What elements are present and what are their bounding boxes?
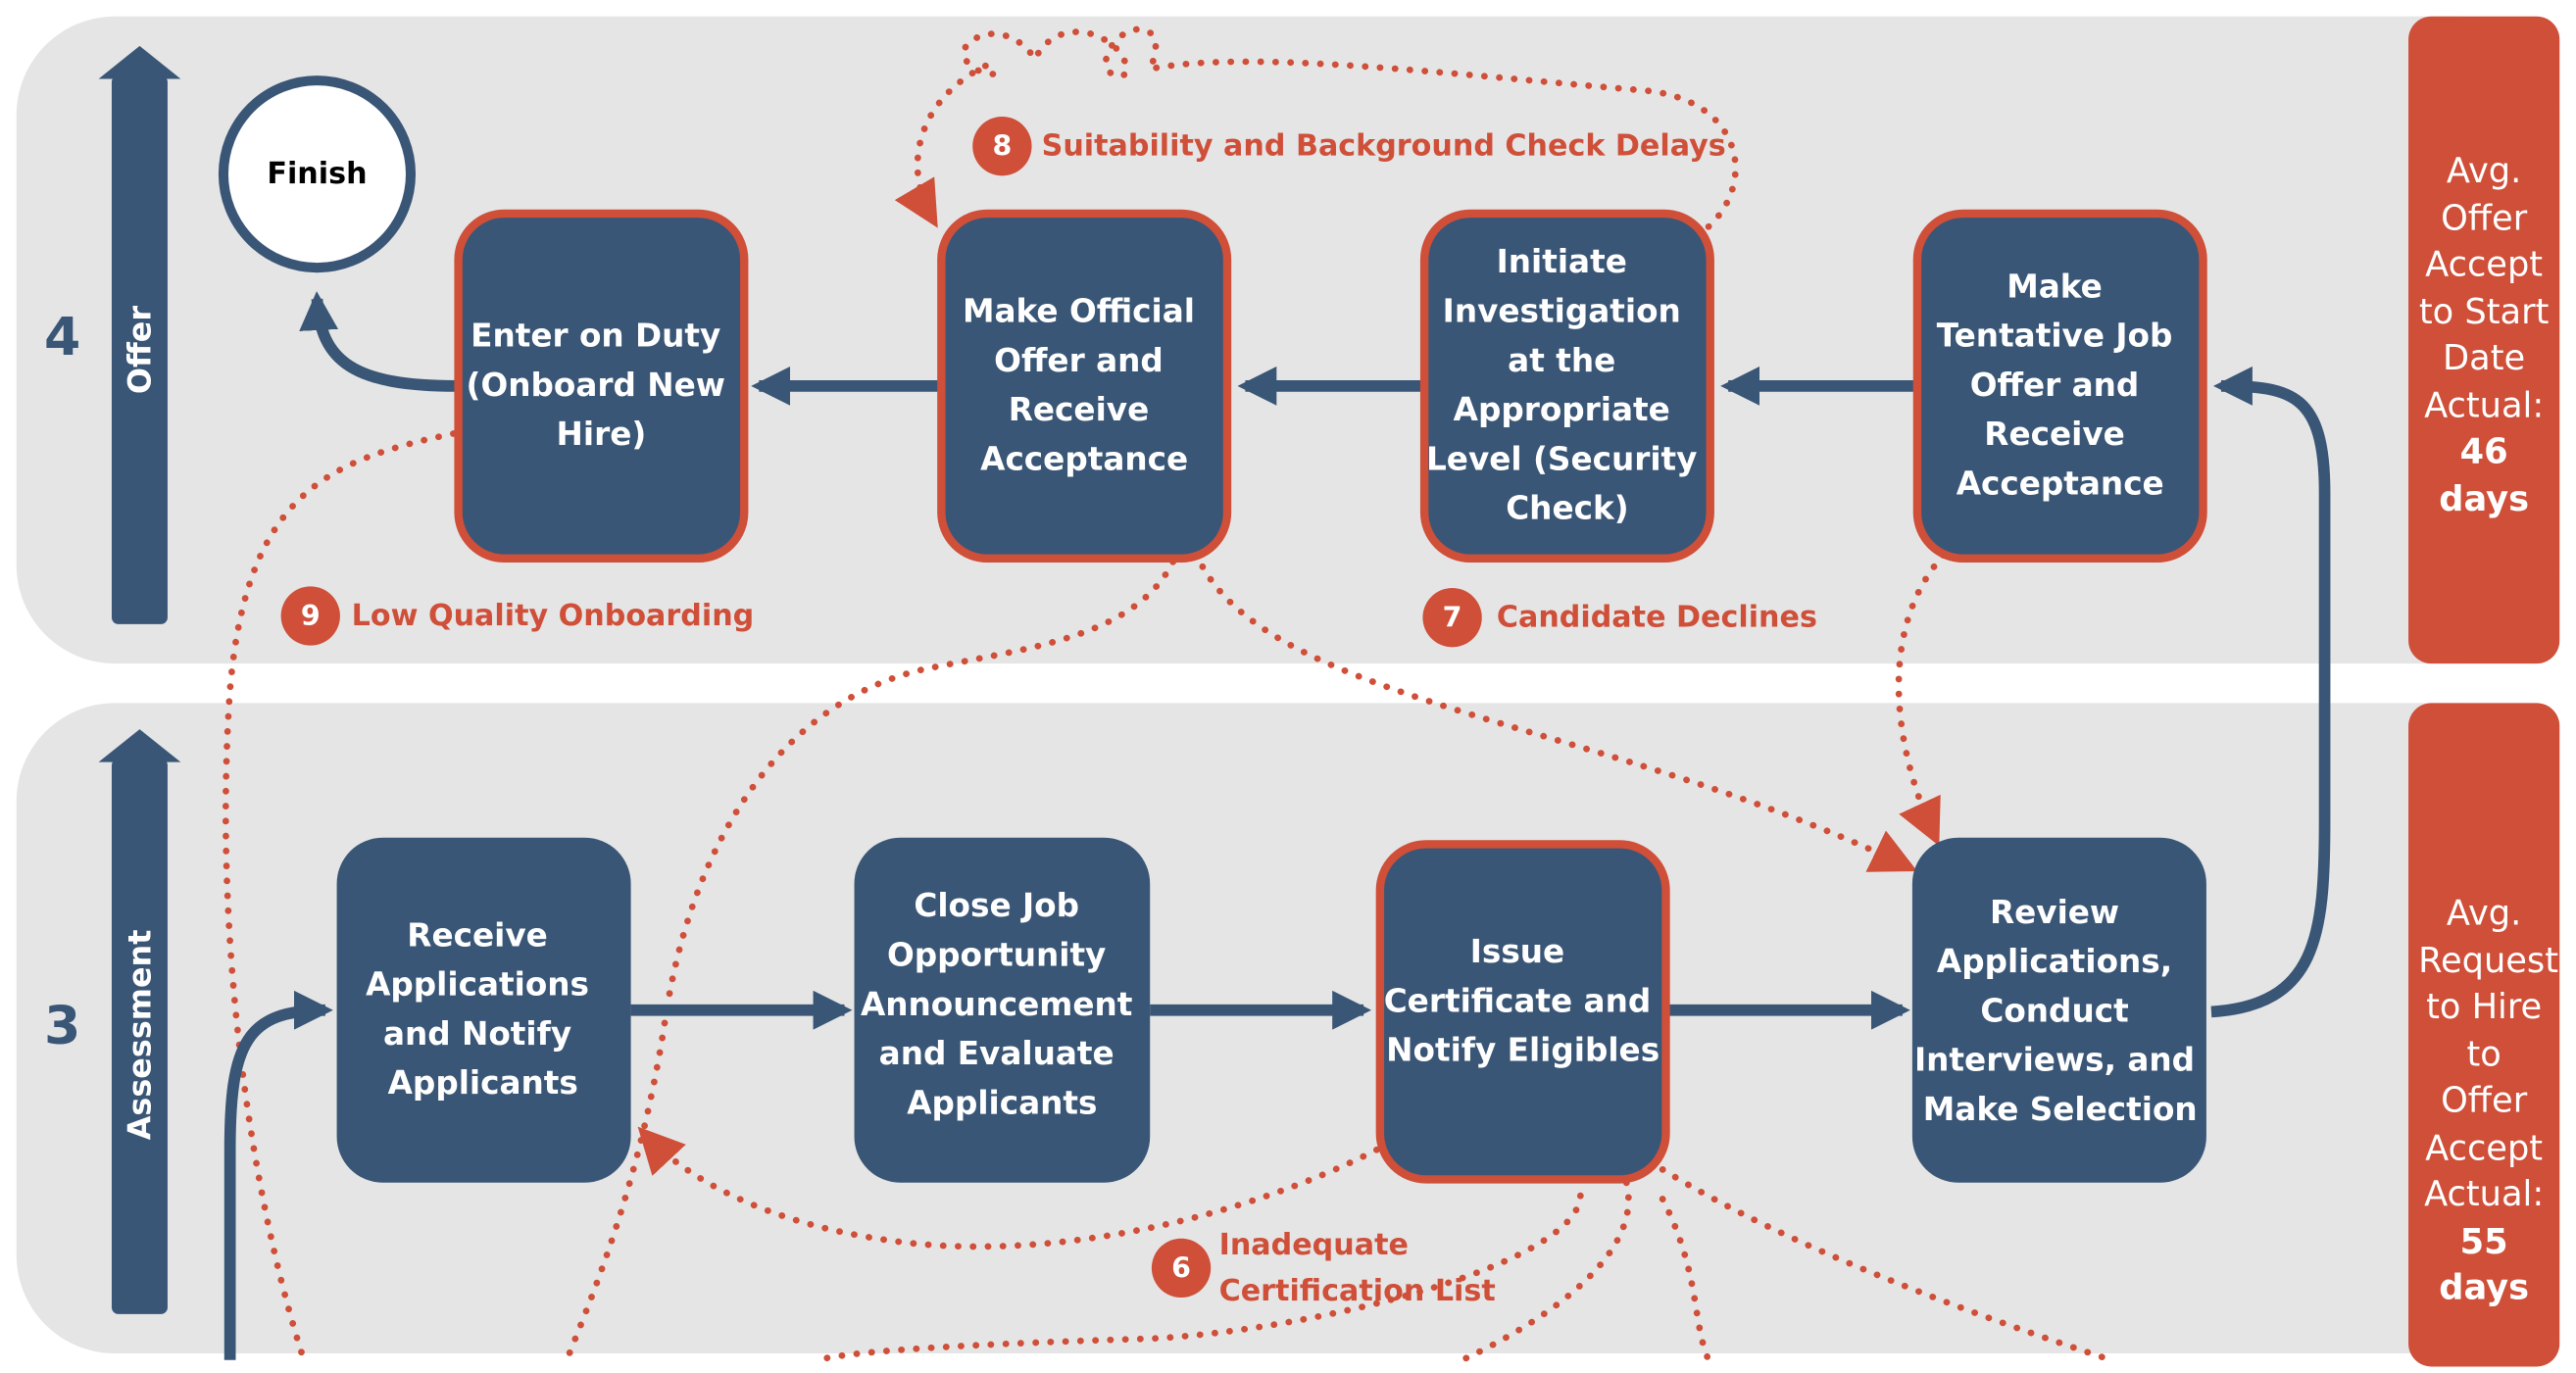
risk-9-label: Low Quality Onboarding bbox=[352, 599, 755, 633]
step-initiate-investigation bbox=[1419, 209, 1714, 564]
risk-8: 8 Suitability and Background Check Delay… bbox=[972, 116, 1726, 176]
step-enter-on-duty bbox=[454, 209, 749, 564]
step-make-official-offer-label: Make Official Offer and Receive Acceptan… bbox=[963, 292, 1206, 477]
risk-6-number: 6 bbox=[1171, 1251, 1191, 1284]
risk-path-cert-lower-3 bbox=[1659, 1196, 1712, 1364]
step-make-tentative-offer-label: Make Tentative Job Offer and Receive Acc… bbox=[1937, 268, 2184, 502]
risk-path-suitability-delay bbox=[894, 25, 1739, 230]
step-enter-on-duty-label: Enter on Duty (Onboard New Hire) bbox=[467, 318, 737, 454]
risk-8-number: 8 bbox=[992, 130, 1012, 163]
offer-phase-arrow: Offer bbox=[98, 45, 181, 624]
flow-connectors bbox=[223, 291, 2331, 1360]
risk-path-cert-lower-1 bbox=[815, 1192, 1584, 1364]
risk-9: 9 Low Quality Onboarding bbox=[280, 586, 755, 646]
step-initiate-investigation-label: Initiate Investigation at the Appropriat… bbox=[1426, 243, 1709, 526]
assessment-phase-label: Assessment bbox=[121, 930, 158, 1141]
assessment-phase-number: 3 bbox=[44, 994, 80, 1055]
step-issue-certificate-label: Issue Certificate and Notify Eligibles bbox=[1384, 933, 1662, 1069]
assessment-stat-panel bbox=[2408, 703, 2560, 1367]
offer-stat-panel bbox=[2408, 16, 2560, 664]
risk-6-label-line1: Inadequate bbox=[1219, 1228, 1409, 1262]
finish-node bbox=[218, 75, 417, 273]
risk-6: 6 Inadequate Certification List bbox=[1151, 1228, 1496, 1308]
risk-6-label-line2: Certification List bbox=[1219, 1274, 1496, 1308]
flow-into-receive bbox=[223, 990, 333, 1360]
risk-path-inadequate-list bbox=[637, 1126, 1380, 1250]
risk-7-number: 7 bbox=[1443, 602, 1462, 634]
step-close-job-opportunity bbox=[854, 837, 1151, 1183]
risk-9-number: 9 bbox=[301, 600, 321, 632]
risk-path-tentative-declines bbox=[1895, 552, 1948, 847]
step-close-job-opportunity-label: Close Job Opportunity Announcement and E… bbox=[861, 887, 1144, 1121]
offer-phase-label: Offer bbox=[121, 306, 158, 394]
step-receive-applications-label: Receive Applications and Notify Applican… bbox=[366, 916, 600, 1102]
risk-7: 7 Candidate Declines bbox=[1422, 588, 1817, 648]
risk-path-offer-declines bbox=[1199, 563, 1917, 872]
step-review-applications-label: Review Applications, Conduct Interviews,… bbox=[1914, 894, 2205, 1128]
offer-stat-value: 46 days bbox=[2439, 431, 2530, 518]
flow-enterduty-to-finish bbox=[299, 291, 457, 392]
assessment-stat-value: 55 days bbox=[2439, 1221, 2530, 1308]
step-review-applications bbox=[1911, 837, 2206, 1183]
step-issue-certificate bbox=[1375, 840, 1670, 1184]
offer-stat-text: Avg. Offer Accept to Start Date Actual: bbox=[2418, 151, 2550, 425]
assessment-phase-arrow: Assessment bbox=[98, 729, 181, 1314]
risk-path-offer-to-lower bbox=[563, 558, 1177, 1364]
offer-stat: Avg. Offer Accept to Start Date Actual: … bbox=[2418, 148, 2550, 522]
assessment-stat: Avg. Request to Hire to Offer Accept Act… bbox=[2418, 890, 2558, 1311]
flow-review-to-tentative bbox=[2210, 366, 2331, 1018]
risk-path-low-quality-onboarding bbox=[222, 430, 457, 1364]
risk-paths bbox=[222, 25, 2115, 1364]
risk-7-label: Candidate Declines bbox=[1497, 601, 1817, 635]
offer-phase-number: 4 bbox=[44, 306, 80, 368]
risk-8-label: Suitability and Background Check Delays bbox=[1042, 129, 1726, 164]
finish-label: Finish bbox=[267, 157, 367, 191]
step-receive-applications bbox=[336, 837, 631, 1183]
step-make-official-offer bbox=[937, 209, 1232, 564]
assessment-stat-text: Avg. Request to Hire to Offer Accept Act… bbox=[2418, 893, 2559, 1214]
step-make-tentative-offer bbox=[1912, 209, 2207, 564]
